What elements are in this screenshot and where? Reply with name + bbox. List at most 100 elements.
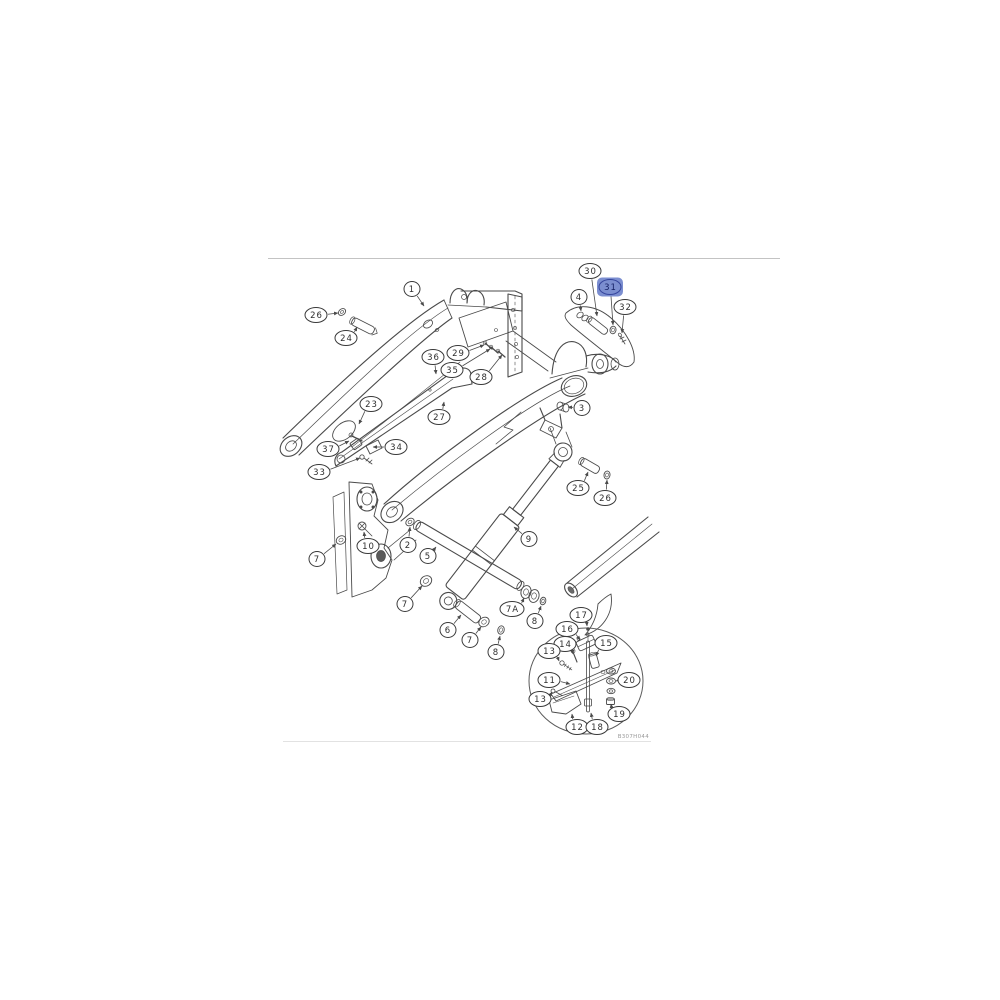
callout-balloon-20[interactable]: 20 — [615, 672, 641, 688]
balloon-label: 32 — [619, 303, 632, 313]
leader-line — [488, 354, 503, 372]
callout-balloon-8[interactable]: 8 — [487, 635, 505, 660]
callout-balloon-10[interactable]: 10 — [356, 531, 380, 554]
callout-balloon-13[interactable]: 13 — [528, 691, 553, 707]
balloon-ellipse — [598, 279, 622, 295]
leader-line — [578, 305, 583, 312]
balloon-label: 19 — [613, 710, 626, 720]
callout-balloon-8[interactable]: 8 — [526, 605, 544, 629]
callout-balloon-15[interactable]: 15 — [594, 635, 618, 657]
callout-balloon-2[interactable]: 2 — [399, 526, 417, 553]
balloon-label: 29 — [452, 349, 465, 359]
leader-line — [575, 634, 581, 641]
leader-line — [327, 311, 339, 316]
callout-balloon-1[interactable]: 1 — [403, 281, 425, 307]
callout-balloon-33[interactable]: 33 — [307, 457, 361, 480]
callout-balloon-35[interactable]: 35 — [440, 348, 491, 378]
leader-line — [570, 713, 575, 720]
callout-balloon-4[interactable]: 4 — [570, 289, 588, 312]
balloon-label: 37 — [322, 445, 335, 455]
leader-line — [609, 703, 614, 709]
leader-line — [433, 365, 438, 375]
balloon-ellipse — [593, 490, 617, 506]
leader-line — [591, 279, 599, 317]
clamp-parts — [332, 420, 383, 465]
balloon-ellipse — [307, 464, 331, 480]
leader-line — [362, 531, 367, 538]
balloon-label: 36 — [427, 353, 440, 363]
balloon-ellipse — [334, 330, 358, 346]
balloon-ellipse — [439, 622, 457, 638]
callout-balloon-26[interactable]: 26 — [304, 307, 339, 323]
balloon-ellipse — [617, 672, 641, 688]
callout-balloon-34[interactable]: 34 — [372, 439, 408, 455]
callout-balloon-30[interactable]: 30 — [578, 263, 602, 317]
leader-line — [407, 526, 412, 537]
mounting-tower — [332, 481, 417, 598]
callout-balloon-6[interactable]: 6 — [439, 614, 462, 638]
balloon-label: 28 — [475, 373, 488, 383]
leader-line — [610, 295, 615, 326]
balloon-ellipse — [594, 635, 618, 651]
callout-balloon-19[interactable]: 19 — [607, 703, 631, 722]
callout-balloon-9[interactable]: 9 — [513, 526, 538, 547]
cross-frame — [458, 290, 557, 378]
leader-line — [570, 649, 575, 655]
leader-line — [453, 614, 462, 624]
callout-balloon-31[interactable]: 31 — [597, 277, 623, 326]
balloon-label: 17 — [575, 611, 588, 621]
balloon-ellipse — [469, 369, 493, 385]
balloon-label: 23 — [365, 400, 378, 410]
balloon-label: 7 — [314, 555, 320, 565]
balloon-label: 4 — [576, 293, 582, 303]
balloon-label: 35 — [446, 366, 459, 376]
balloon-label: 16 — [561, 625, 574, 635]
balloon-ellipse — [308, 551, 326, 567]
callout-balloon-18[interactable]: 18 — [585, 712, 609, 735]
callout-balloon-3[interactable]: 3 — [567, 400, 591, 416]
leader-line — [604, 479, 609, 490]
top-rule — [268, 258, 780, 259]
callout-balloon-7[interactable]: 7 — [461, 626, 482, 648]
callout-balloon-7[interactable]: 7 — [308, 543, 337, 567]
callout-balloon-28[interactable]: 28 — [469, 354, 503, 385]
leader-line — [339, 440, 350, 447]
callout-balloon-13[interactable]: 13 — [537, 643, 561, 662]
callout-balloon-26[interactable]: 26 — [593, 479, 617, 506]
callout-balloon-7a[interactable]: 7A — [499, 597, 525, 617]
callout-balloon-29[interactable]: 29 — [446, 344, 485, 361]
callout-balloon-32[interactable]: 32 — [613, 299, 637, 334]
callout-balloon-17[interactable]: 17 — [569, 607, 593, 627]
callout-balloon-12[interactable]: 12 — [565, 713, 589, 735]
balloon-ellipse — [526, 613, 544, 629]
callout-balloon-24[interactable]: 24 — [334, 326, 358, 346]
leader-line — [330, 457, 361, 470]
balloon-ellipse — [403, 281, 421, 297]
callout-balloon-37[interactable]: 37 — [316, 440, 350, 457]
balloon-label: 2 — [405, 541, 411, 551]
balloon-label: 33 — [313, 468, 326, 478]
balloon-ellipse — [585, 719, 609, 735]
balloon-label: 7A — [506, 605, 519, 615]
leader-line — [595, 649, 600, 657]
callout-balloon-7[interactable]: 7 — [396, 585, 423, 612]
callout-balloon-36[interactable]: 36 — [421, 349, 445, 375]
balloon-label: 1 — [409, 285, 415, 295]
balloon-label: 27 — [433, 413, 446, 423]
callout-balloon-11[interactable]: 11 — [537, 672, 571, 688]
balloon-label: 20 — [623, 676, 636, 686]
callout-balloon-25[interactable]: 25 — [566, 471, 590, 496]
lift-cylinder — [439, 427, 611, 611]
balloon-label: 26 — [310, 311, 323, 321]
balloon-label: 15 — [600, 639, 613, 649]
balloon-ellipse — [570, 289, 588, 305]
callout-balloon-23[interactable]: 23 — [358, 396, 383, 425]
leader-line — [589, 712, 594, 720]
callout-balloon-5[interactable]: 5 — [419, 546, 437, 564]
leader-line — [441, 401, 446, 410]
balloon-label: 8 — [532, 617, 538, 627]
balloon-ellipse — [427, 409, 451, 425]
callout-balloon-27[interactable]: 27 — [427, 401, 451, 425]
balloon-label: 10 — [362, 542, 375, 552]
